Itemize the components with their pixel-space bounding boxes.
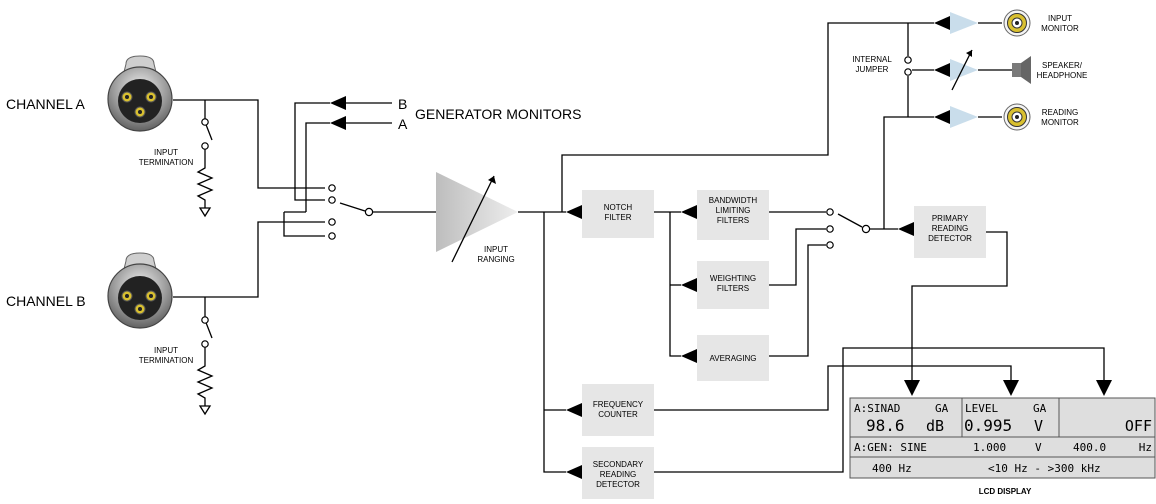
lcd-gen-freq: 400.0 — [1073, 441, 1106, 454]
svg-text:INPUT: INPUT — [1048, 14, 1072, 23]
filter-selector-switch — [826, 116, 934, 249]
svg-text:BANDWIDTH: BANDWIDTH — [709, 196, 758, 205]
lcd-feed-wiring — [654, 231, 1112, 473]
channel-b-wiring — [173, 221, 325, 416]
weighting-filters-block: WEIGHTING FILTERS — [697, 261, 769, 309]
svg-text:TERMINATION: TERMINATION — [139, 158, 194, 167]
bandwidth-limiting-filters-block: BANDWIDTH LIMITING FILTERS — [697, 190, 769, 240]
svg-text:INPUT: INPUT — [484, 245, 508, 254]
monitor-output-wiring — [904, 16, 950, 124]
input-termination-b-label: INPUT TERMINATION — [139, 346, 194, 365]
channel-b-label: CHANNEL B — [6, 293, 86, 309]
svg-text:WEIGHTING: WEIGHTING — [710, 274, 756, 283]
secondary-reading-detector-block: SECONDARY READING DETECTOR — [582, 447, 654, 499]
speaker-headphone-label: SPEAKER/ HEADPHONE — [1037, 61, 1088, 80]
svg-text:SPEAKER/: SPEAKER/ — [1042, 61, 1083, 70]
svg-text:COUNTER: COUNTER — [598, 410, 638, 419]
lcd-sinad-ga: GA — [935, 402, 949, 415]
lcd-range: <10 Hz - >300 kHz — [988, 462, 1101, 475]
svg-text:RANGING: RANGING — [477, 255, 514, 264]
svg-text:INPUT: INPUT — [154, 346, 178, 355]
svg-text:MONITOR: MONITOR — [1041, 24, 1079, 33]
svg-text:READING: READING — [600, 470, 636, 479]
lcd-gen-label: A:GEN: SINE — [854, 441, 927, 454]
generator-monitors-label: GENERATOR MONITORS — [415, 106, 581, 122]
svg-text:FREQUENCY: FREQUENCY — [593, 400, 644, 409]
input-monitor-buffer-icon — [950, 12, 1002, 34]
lcd-gen-amplitude: 1.000 — [973, 441, 1006, 454]
lcd-level-ga: GA — [1033, 402, 1047, 415]
svg-text:SECONDARY: SECONDARY — [593, 460, 644, 469]
input-ranging-amplifier-icon — [436, 172, 518, 263]
channel-a-label: CHANNEL A — [6, 96, 86, 112]
lcd-gen-freq-unit: Hz — [1139, 441, 1152, 454]
speaker-amp-icon — [950, 49, 1012, 91]
input-selector-switch — [328, 184, 436, 240]
lcd-sinad-value: 98.6 — [866, 416, 905, 435]
xlr-connector-b-icon — [107, 252, 173, 329]
xlr-connector-a-icon — [107, 55, 173, 132]
svg-text:NOTCH: NOTCH — [604, 203, 633, 212]
svg-text:LIMITING: LIMITING — [716, 206, 751, 215]
lcd-filter-freq: 400 Hz — [872, 462, 912, 475]
input-ranging-label: INPUT RANGING — [477, 245, 514, 264]
filter-chain-wiring — [654, 205, 826, 363]
svg-text:DETECTOR: DETECTOR — [928, 234, 972, 243]
svg-text:INTERNAL: INTERNAL — [852, 55, 892, 64]
svg-text:DETECTOR: DETECTOR — [596, 480, 640, 489]
lcd-level-value: 0.995 — [964, 416, 1012, 435]
internal-jumper-label: INTERNAL JUMPER — [852, 55, 892, 74]
lcd-third-value: OFF — [1125, 417, 1152, 435]
svg-text:READING: READING — [1042, 108, 1078, 117]
primary-reading-detector-block: PRIMARY READING DETECTOR — [914, 206, 986, 258]
reading-monitor-buffer-icon — [950, 106, 1002, 128]
lcd-gen-amp-unit: V — [1035, 441, 1042, 454]
svg-text:FILTER: FILTER — [605, 213, 632, 222]
lcd-sinad-unit: dB — [926, 417, 944, 435]
averaging-block: AVERAGING — [697, 335, 769, 381]
svg-text:READING: READING — [932, 224, 968, 233]
input-monitor-label: INPUT MONITOR — [1041, 14, 1079, 33]
lcd-level-label: LEVEL — [965, 402, 998, 415]
bnc-reading-monitor-icon — [1003, 103, 1031, 131]
svg-text:HEADPHONE: HEADPHONE — [1037, 71, 1088, 80]
svg-text:MONITOR: MONITOR — [1041, 118, 1079, 127]
lcd-level-unit: V — [1034, 417, 1043, 435]
svg-text:TERMINATION: TERMINATION — [139, 356, 194, 365]
lcd-sinad-label: A:SINAD — [854, 402, 900, 415]
gen-monitor-b-label: B — [398, 96, 407, 112]
reading-monitor-label: READING MONITOR — [1041, 108, 1079, 127]
main-signal-bus — [518, 22, 934, 479]
lcd-display-caption: LCD DISPLAY — [979, 487, 1032, 496]
svg-text:FILTERS: FILTERS — [717, 284, 749, 293]
notch-filter-block: NOTCH FILTER — [582, 190, 654, 238]
svg-text:PRIMARY: PRIMARY — [932, 214, 969, 223]
gen-monitor-a-label: A — [398, 116, 408, 132]
svg-text:FILTERS: FILTERS — [717, 216, 749, 225]
generator-monitor-wiring — [283, 96, 392, 237]
bnc-input-monitor-icon — [1003, 9, 1031, 37]
channel-a-wiring — [173, 99, 325, 218]
lcd-display: A:SINAD GA LEVEL GA 98.6 dB 0.995 V OFF … — [849, 397, 1156, 479]
svg-text:INPUT: INPUT — [154, 148, 178, 157]
frequency-counter-block: FREQUENCY COUNTER — [582, 384, 654, 436]
input-termination-a-label: INPUT TERMINATION — [139, 148, 194, 167]
svg-text:JUMPER: JUMPER — [856, 65, 889, 74]
svg-text:AVERAGING: AVERAGING — [710, 354, 757, 363]
speaker-icon — [1012, 56, 1031, 84]
